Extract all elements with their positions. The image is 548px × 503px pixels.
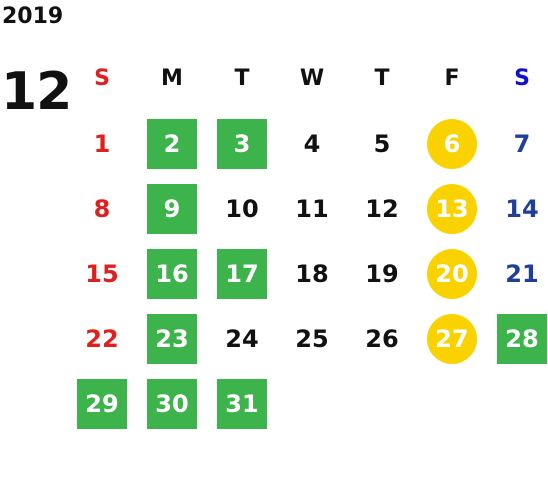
day-number: 15 xyxy=(85,259,119,288)
day-number: 17 xyxy=(217,248,267,299)
day-cell: 29 xyxy=(67,371,137,436)
day-cell: 30 xyxy=(137,371,207,436)
day-cell: 31 xyxy=(207,371,277,436)
day-number: 29 xyxy=(77,378,127,429)
calendar-grid: S M T W T F S 1 2 3 4 5 6 7 8 9 10 11 12… xyxy=(67,46,548,436)
day-number: 25 xyxy=(295,324,329,353)
day-cell: 23 xyxy=(137,306,207,371)
day-number: 18 xyxy=(295,259,329,288)
day-cell: 15 xyxy=(67,241,137,306)
day-number: 22 xyxy=(85,324,119,353)
day-number: 9 xyxy=(147,183,197,234)
empty-cell xyxy=(417,371,487,436)
day-number: 8 xyxy=(93,194,111,223)
day-number: 16 xyxy=(147,248,197,299)
month-number: 12 xyxy=(1,62,72,122)
day-number: 11 xyxy=(295,194,329,223)
day-number: 20 xyxy=(427,248,477,299)
day-number: 19 xyxy=(365,259,399,288)
day-cell: 10 xyxy=(207,176,277,241)
day-cell: 26 xyxy=(347,306,417,371)
day-cell: 8 xyxy=(67,176,137,241)
day-number: 1 xyxy=(93,129,111,158)
day-number: 7 xyxy=(513,129,531,158)
day-number: 5 xyxy=(373,129,391,158)
weekday-tuesday: T xyxy=(234,66,250,91)
day-number: 4 xyxy=(303,129,321,158)
weekday-sunday: S xyxy=(94,66,110,91)
day-cell: 3 xyxy=(207,111,277,176)
empty-cell xyxy=(487,371,548,436)
day-number: 31 xyxy=(217,378,267,429)
day-number: 28 xyxy=(497,313,547,364)
day-cell: 14 xyxy=(487,176,548,241)
empty-cell xyxy=(347,371,417,436)
day-number: 2 xyxy=(147,118,197,169)
day-cell: 25 xyxy=(277,306,347,371)
day-cell: 9 xyxy=(137,176,207,241)
day-number: 13 xyxy=(427,183,477,234)
day-cell: 22 xyxy=(67,306,137,371)
empty-cell xyxy=(277,371,347,436)
weekday-wednesday: W xyxy=(299,66,325,91)
day-cell: 12 xyxy=(347,176,417,241)
weekday-friday: F xyxy=(444,66,460,91)
day-cell: 6 xyxy=(417,111,487,176)
day-number: 23 xyxy=(147,313,197,364)
day-cell: 27 xyxy=(417,306,487,371)
day-cell: 18 xyxy=(277,241,347,306)
day-number: 27 xyxy=(427,313,477,364)
day-cell: 7 xyxy=(487,111,548,176)
day-cell: 13 xyxy=(417,176,487,241)
day-number: 24 xyxy=(225,324,259,353)
day-number: 30 xyxy=(147,378,197,429)
day-cell: 5 xyxy=(347,111,417,176)
day-cell: 20 xyxy=(417,241,487,306)
year-label: 2019 xyxy=(2,4,64,29)
day-cell: 2 xyxy=(137,111,207,176)
day-number: 12 xyxy=(365,194,399,223)
day-cell: 16 xyxy=(137,241,207,306)
day-cell: 1 xyxy=(67,111,137,176)
weekday-saturday: S xyxy=(514,66,530,91)
day-cell: 11 xyxy=(277,176,347,241)
weekday-thursday: T xyxy=(374,66,390,91)
day-cell: 24 xyxy=(207,306,277,371)
day-cell: 21 xyxy=(487,241,548,306)
day-number: 21 xyxy=(505,259,539,288)
day-number: 6 xyxy=(427,118,477,169)
day-cell: 19 xyxy=(347,241,417,306)
day-cell: 17 xyxy=(207,241,277,306)
day-number: 3 xyxy=(217,118,267,169)
day-number: 26 xyxy=(365,324,399,353)
day-number: 14 xyxy=(505,194,539,223)
day-cell: 4 xyxy=(277,111,347,176)
day-number: 10 xyxy=(225,194,259,223)
day-cell: 28 xyxy=(487,306,548,371)
weekday-monday: M xyxy=(161,66,183,91)
